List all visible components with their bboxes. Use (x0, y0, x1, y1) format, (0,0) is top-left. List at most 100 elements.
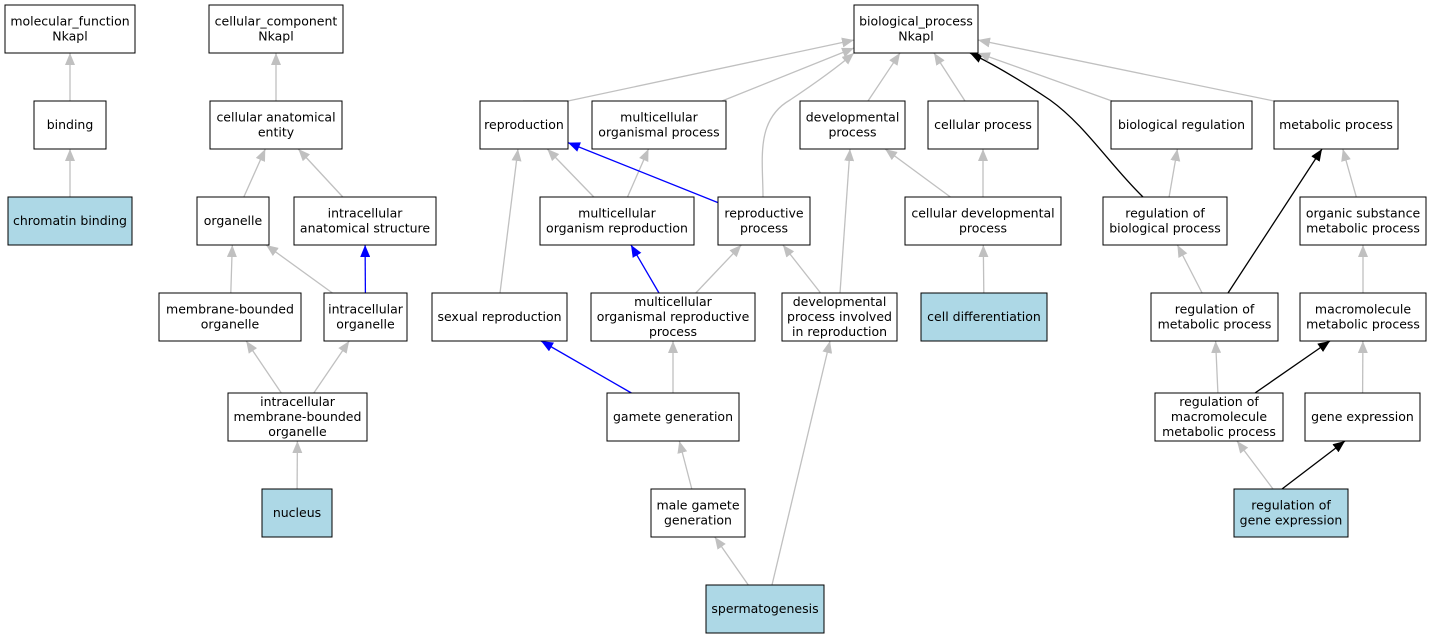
term-label-line: regulation of (1179, 394, 1259, 409)
term-label-line: metabolic process (1306, 317, 1420, 332)
term-box (606, 392, 740, 442)
term-box (920, 292, 1048, 342)
edge-is_a-metab-to-bp (977, 37, 1275, 102)
term-box (781, 292, 898, 342)
edge-is_a-morp-to-reprop (695, 244, 742, 294)
term-label-line: organic substance (1306, 206, 1421, 221)
term-node-nucleus[interactable]: nucleus (261, 488, 333, 538)
term-label-line: gene expression (1240, 513, 1343, 528)
term-node-celldiff[interactable]: cell differentiation (920, 292, 1048, 342)
edge-is_a-mbo-to-organelle (226, 244, 237, 294)
term-label-line: organelle (268, 424, 327, 439)
term-label-line: Nkapl (258, 29, 293, 44)
term-node-gamgen[interactable]: gamete generation (606, 392, 740, 442)
term-label-line: cell differentiation (927, 309, 1041, 324)
term-node-bioreg[interactable]: biological regulation (1110, 100, 1253, 150)
term-node-chromatin[interactable]: chromatin binding (7, 196, 133, 246)
term-label-line: reproduction (484, 117, 564, 132)
term-label-line: metabolic process (1158, 317, 1272, 332)
edge-is_a-osmp-to-metab (1341, 148, 1357, 198)
term-node-organelle[interactable]: organelle (196, 196, 270, 246)
term-label-line: intracellular (328, 302, 404, 317)
term-label-line: cellular_component (215, 14, 338, 29)
term-node-geneexp[interactable]: gene expression (1304, 392, 1421, 442)
term-label-line: metabolic process (1279, 117, 1393, 132)
term-box (927, 100, 1039, 150)
term-label-line: developmental (806, 110, 900, 125)
edge-is_a-mor-to-repro (546, 148, 595, 198)
edge-is_a-reggene-to-regmacro (1236, 440, 1274, 490)
term-label-line: process involved (787, 309, 892, 324)
term-node-metab[interactable]: metabolic process (1273, 100, 1399, 150)
term-box (33, 100, 107, 150)
term-box (209, 100, 343, 150)
term-box (7, 196, 133, 246)
term-label-line: binding (47, 117, 94, 132)
term-label-line: male gamete (656, 498, 739, 513)
term-box (158, 292, 302, 342)
edge-is_a-reprop-to-bp (761, 52, 855, 198)
term-label-line: organelle (201, 317, 260, 332)
term-box (4, 4, 136, 54)
term-label-line: organism reproduction (546, 221, 688, 236)
edge-is_a-imbo-to-mbo (245, 340, 282, 394)
edge-is_a-dpir-to-reprop (782, 244, 822, 294)
term-label-line: metabolic process (1162, 424, 1276, 439)
edge-is_a-regmacro-to-regmet (1211, 340, 1222, 394)
term-label-line: spermatogenesis (711, 601, 818, 616)
edge-is_a-devp-to-bp (867, 52, 901, 102)
term-label-line: multicellular (578, 206, 657, 221)
term-box (1102, 196, 1228, 246)
term-label-line: biological_process (859, 14, 973, 29)
edge-is_a-celldev-to-devp (884, 148, 951, 198)
term-box (853, 4, 979, 54)
term-node-sexrep[interactable]: sexual reproduction (431, 292, 568, 342)
term-label-line: cellular anatomical (216, 110, 335, 125)
edge-is_a-celldiff-to-celldev (978, 244, 989, 294)
term-label-line: process (828, 125, 876, 140)
edge-is_a-mop-to-bp (721, 47, 855, 102)
term-box (431, 292, 568, 342)
term-node-sperm[interactable]: spermatogenesis (705, 584, 825, 634)
edge-is_a-repro-to-bp (523, 37, 855, 102)
term-label-line: anatomical structure (300, 221, 430, 236)
term-node-repro[interactable]: reproduction (479, 100, 569, 150)
term-box (1154, 392, 1284, 442)
edge-part_of-morp-to-mor (630, 244, 660, 294)
term-label-line: regulation of (1125, 206, 1205, 221)
term-box (1299, 292, 1427, 342)
term-box (904, 196, 1062, 246)
term-label-line: biological process (1109, 221, 1221, 236)
term-node-cellp[interactable]: cellular process (927, 100, 1039, 150)
term-node-binding[interactable]: binding (33, 100, 107, 150)
edge-regulates-regmet-to-metab (1227, 148, 1323, 294)
term-label-line: sexual reproduction (437, 309, 561, 324)
edge-is_a-mor-to-mop (626, 148, 650, 198)
term-label-line: organelle (336, 317, 395, 332)
term-label-line: macromolecule (1315, 302, 1411, 317)
edge-regulates-reggene-to-geneexp (1281, 440, 1346, 490)
